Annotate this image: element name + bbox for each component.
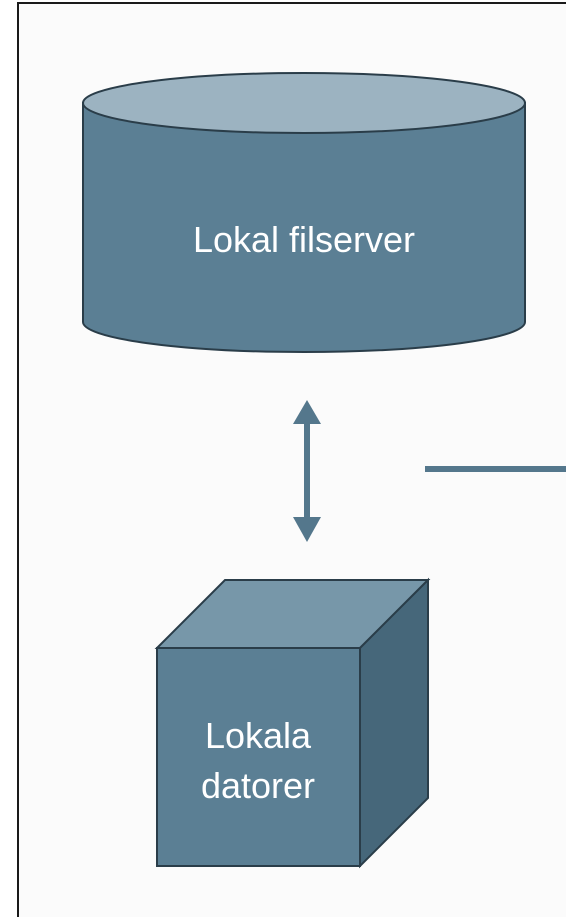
arrow-head-down — [293, 517, 321, 542]
bidirectional-arrow — [293, 400, 321, 542]
server-label: Lokal filserver — [193, 219, 415, 260]
cylinder-top — [82, 72, 526, 134]
server-node: Lokal filserver — [82, 72, 526, 353]
cylinder-body — [82, 102, 526, 353]
cube-front — [156, 647, 361, 867]
arrow-head-up — [293, 400, 321, 424]
computers-label-line1: Lokala — [205, 715, 312, 756]
computers-label-line2: datorer — [201, 765, 315, 806]
computers-node: Lokala datorer — [154, 577, 431, 869]
